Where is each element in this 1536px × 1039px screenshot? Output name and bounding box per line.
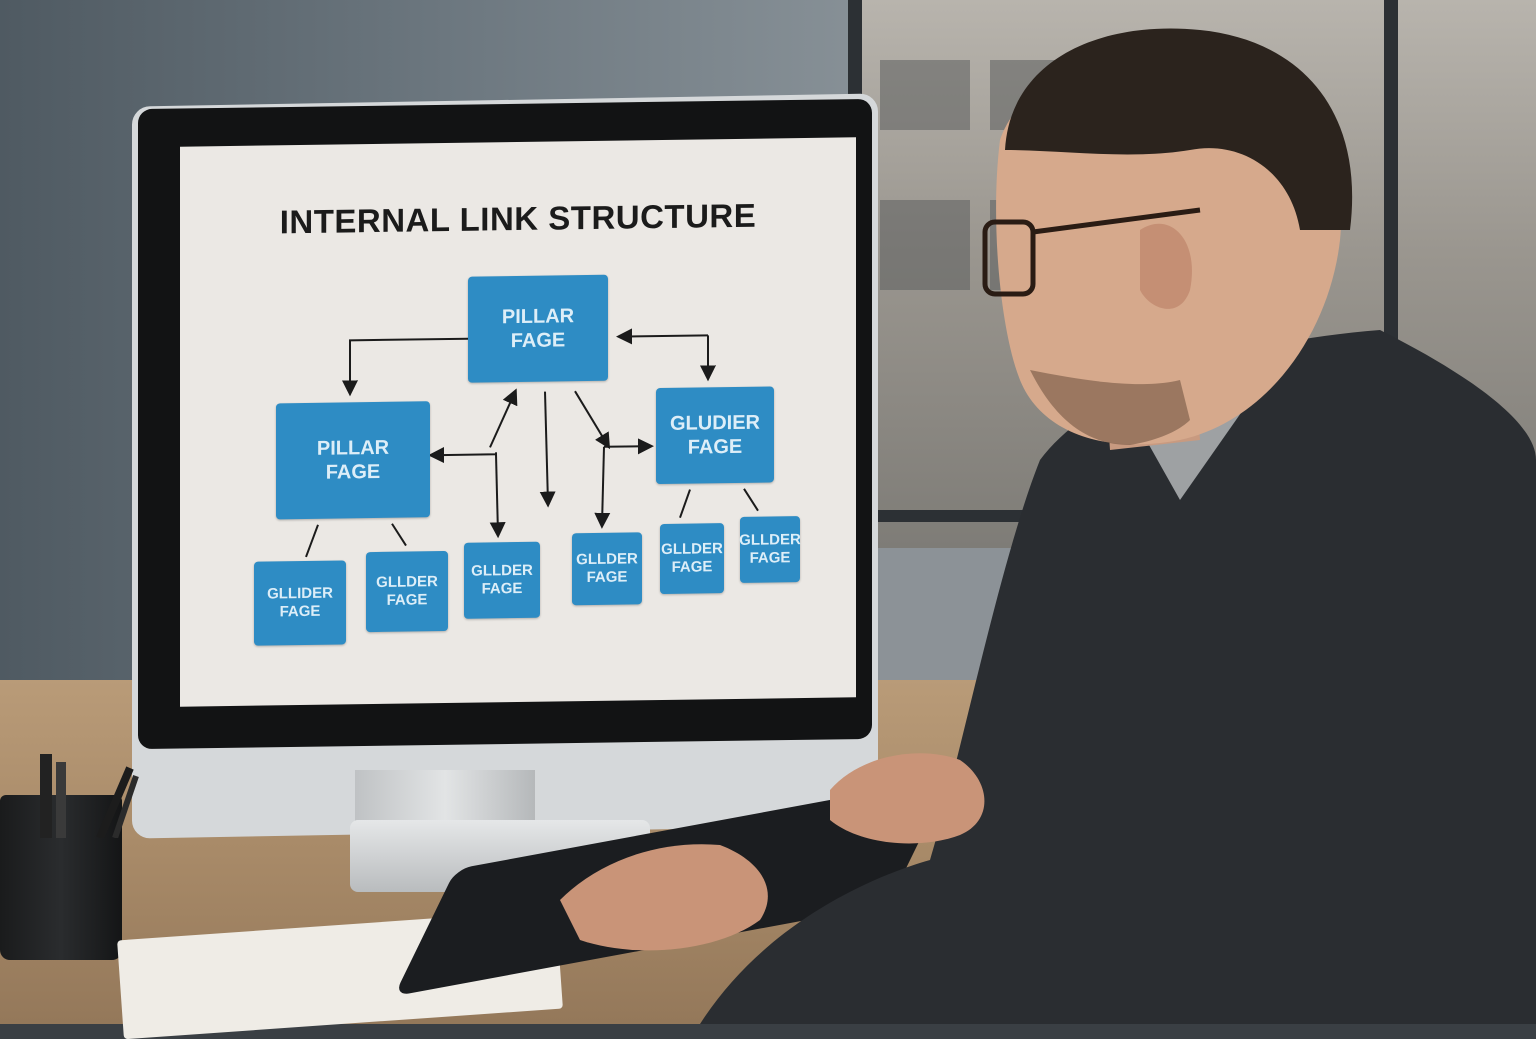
jacket	[700, 330, 1536, 1024]
arrow	[489, 454, 506, 539]
arrow	[594, 446, 611, 529]
arrow	[743, 488, 759, 512]
pens	[40, 754, 139, 838]
left-hand	[830, 753, 985, 844]
beard	[1030, 370, 1190, 445]
arrow	[391, 523, 407, 547]
arrow	[604, 438, 654, 455]
arrow	[489, 388, 518, 448]
arrow	[574, 390, 611, 450]
arrow	[342, 337, 468, 397]
arrow	[679, 489, 691, 519]
arrow	[616, 328, 708, 345]
arrow	[539, 391, 556, 508]
hair	[1005, 28, 1353, 230]
monitor-screen: INTERNAL LINK STRUCTURE	[180, 137, 856, 707]
right-hand	[560, 844, 768, 951]
glasses-icon	[982, 219, 1036, 297]
ear	[1140, 223, 1192, 309]
arrow	[305, 524, 319, 558]
link-arrows	[305, 328, 759, 558]
